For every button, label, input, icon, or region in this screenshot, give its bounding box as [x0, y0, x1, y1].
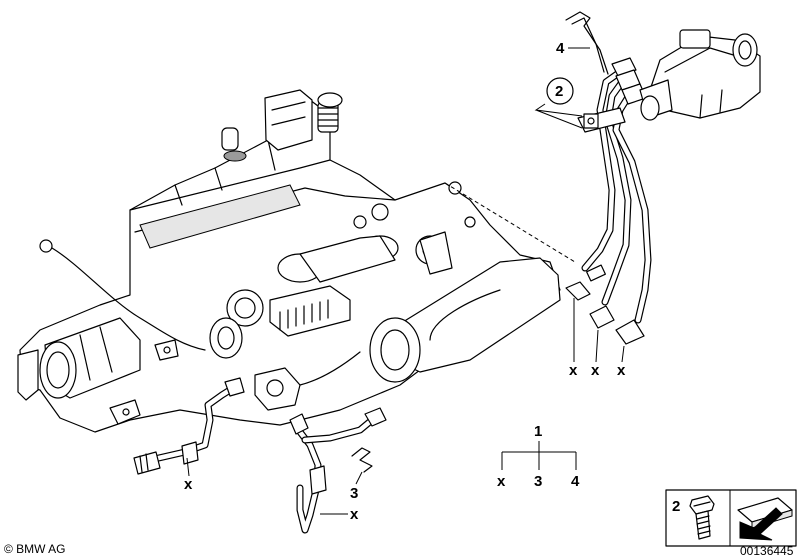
x-mark-u-pipe: x — [350, 506, 359, 523]
tree-left-x: x — [497, 473, 506, 490]
transmission-housing — [17, 89, 561, 433]
reference-line — [444, 182, 576, 263]
callout-labels: 4 2 x x x x 3 x — [184, 40, 626, 523]
bolt-icon — [689, 495, 715, 540]
callout-item-2: 2 — [555, 83, 563, 100]
callout-item-3: 3 — [350, 485, 358, 502]
callout-item-2-circle — [546, 77, 574, 105]
diagram-number: 00136445 — [740, 544, 794, 558]
direction-arrow-icon — [737, 497, 793, 541]
pressure-line-left — [133, 377, 245, 475]
tree-middle-3: 3 — [534, 473, 542, 490]
x-mark-left-pipe: x — [184, 476, 193, 493]
x-mark-bundle-3: x — [617, 362, 626, 379]
callout-item-4: 4 — [556, 40, 565, 57]
pressure-line-middle — [289, 407, 387, 534]
clip-part — [565, 11, 609, 75]
x-mark-bundle-1: x — [569, 362, 578, 379]
legend-box: 2 — [665, 489, 797, 547]
assembly-tree: 1 x 3 4 — [497, 423, 580, 490]
tree-top-1: 1 — [534, 423, 542, 440]
tree-right-4: 4 — [571, 473, 580, 490]
legend-item-2: 2 — [672, 498, 680, 515]
pipe-bundle — [565, 57, 652, 345]
x-mark-bundle-2: x — [591, 362, 600, 379]
copyright-text: © BMW AG — [4, 542, 66, 556]
control-unit — [639, 29, 761, 121]
